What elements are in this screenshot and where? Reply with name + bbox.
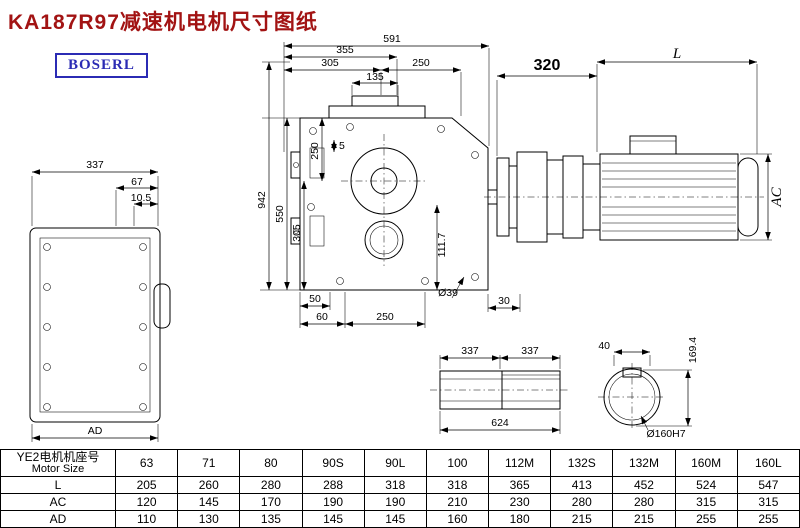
row-label: AD <box>0 510 116 528</box>
dim-motor-320: 320 <box>534 57 561 74</box>
cell: 260 <box>177 476 241 494</box>
hollow-shaft-section: 337 337 624 <box>430 345 570 434</box>
cell: 180 <box>488 510 552 528</box>
technical-drawing: 337 67 10.5 AD <box>29 33 785 442</box>
dim-side-ad: AD <box>88 425 103 437</box>
cell: 365 <box>488 476 552 494</box>
motor-size-table: YE2电机机座号 Motor Size 63 71 80 90S 90L 100… <box>0 449 800 528</box>
header-cell: 71 <box>177 449 241 477</box>
cell: 210 <box>425 493 490 511</box>
dim-side-67: 67 <box>131 176 143 188</box>
header-cell: 90L <box>363 449 427 477</box>
table-header-row: YE2电机机座号 Motor Size 63 71 80 90S 90L 100… <box>0 449 800 477</box>
table-row-AC: AC 120 145 170 190 190 210 230 280 280 3… <box>0 493 800 511</box>
row-label: L <box>0 476 116 494</box>
header-cell: 80 <box>239 449 303 477</box>
cell: 120 <box>114 493 179 511</box>
table-row-AD: AD 110 130 135 145 145 160 180 215 215 2… <box>0 510 800 528</box>
dim-front-250-top: 250 <box>412 57 430 69</box>
cell: 130 <box>177 510 241 528</box>
cell: 547 <box>736 476 800 494</box>
header-cn: YE2电机机座号 <box>16 449 100 464</box>
shaft-end-view: 40 169.4 Ø160H7 <box>598 337 699 440</box>
dim-shaft-337-a: 337 <box>461 345 479 357</box>
cell: 145 <box>363 510 427 528</box>
dim-front-305-top: 305 <box>321 57 339 69</box>
dim-front-250-left: 250 <box>309 142 321 160</box>
header-cell: 160M <box>674 449 738 477</box>
cell: 145 <box>177 493 241 511</box>
cell: 170 <box>239 493 303 511</box>
cell: 190 <box>301 493 365 511</box>
dim-front-30: 30 <box>498 295 510 307</box>
header-cell: 132M <box>612 449 676 477</box>
cell: 110 <box>114 510 179 528</box>
dim-end-40: 40 <box>598 340 610 352</box>
header-cell: 160L <box>736 449 800 477</box>
dim-shaft-337-b: 337 <box>521 345 539 357</box>
dim-front-591: 591 <box>383 33 401 45</box>
header-cell: 90S <box>301 449 365 477</box>
cell: 280 <box>550 493 614 511</box>
dim-front-942: 942 <box>256 191 268 209</box>
dim-end-1694: 169.4 <box>687 337 699 363</box>
cell: 205 <box>114 476 179 494</box>
cell: 160 <box>425 510 490 528</box>
cell: 255 <box>736 510 800 528</box>
cell: 280 <box>612 493 676 511</box>
dim-motor-AC: AC <box>769 186 785 207</box>
dim-motor-L: L <box>672 46 681 62</box>
dim-front-60: 60 <box>316 311 328 323</box>
cell: 215 <box>550 510 614 528</box>
cell: 230 <box>488 493 552 511</box>
cell: 145 <box>301 510 365 528</box>
header-cell-motor-size: YE2电机机座号 Motor Size <box>0 449 116 477</box>
cell: 288 <box>301 476 365 494</box>
cell: 315 <box>674 493 738 511</box>
cell: 280 <box>239 476 303 494</box>
dim-front-305-left: 305 <box>291 224 303 242</box>
dim-front-5: 5 <box>339 140 345 152</box>
page-title: KA187R97减速机电机尺寸图纸 <box>8 11 318 34</box>
gearbox-front-view: 591 355 305 250 135 942 550 305 250 5 11… <box>256 33 521 328</box>
cell: 318 <box>363 476 427 494</box>
dim-front-135: 135 <box>366 71 384 83</box>
dim-front-1117: 111.7 <box>436 232 448 257</box>
header-cell: 132S <box>550 449 614 477</box>
dim-shaft-624: 624 <box>491 417 509 429</box>
header-cell: 112M <box>488 449 552 477</box>
brand-logo-text: BOSERL <box>68 57 135 73</box>
cell: 315 <box>736 493 800 511</box>
cell: 413 <box>550 476 614 494</box>
cell: 524 <box>674 476 738 494</box>
table-row-L: L 205 260 280 288 318 318 365 413 452 52… <box>0 476 800 494</box>
gearbox-side-view: 337 67 10.5 AD <box>29 159 171 442</box>
cell: 255 <box>674 510 738 528</box>
dim-end-d160: Ø160H7 <box>646 428 685 440</box>
header-en: Motor Size <box>31 462 85 475</box>
dim-side-width: 337 <box>86 159 104 171</box>
cell: 452 <box>612 476 676 494</box>
brand-logo: BOSERL <box>55 53 148 78</box>
dim-front-355: 355 <box>336 44 354 56</box>
motor-side-view: 320 L AC <box>484 46 785 243</box>
dim-front-250-bottom: 250 <box>376 311 394 323</box>
header-cell: 100 <box>425 449 490 477</box>
row-label: AC <box>0 493 116 511</box>
dim-front-50: 50 <box>309 293 321 305</box>
cell: 318 <box>425 476 490 494</box>
cell: 215 <box>612 510 676 528</box>
dim-side-105: 10.5 <box>131 192 152 204</box>
header-cell: 63 <box>114 449 179 477</box>
cell: 190 <box>363 493 427 511</box>
cell: 135 <box>239 510 303 528</box>
dim-front-550: 550 <box>274 205 286 223</box>
